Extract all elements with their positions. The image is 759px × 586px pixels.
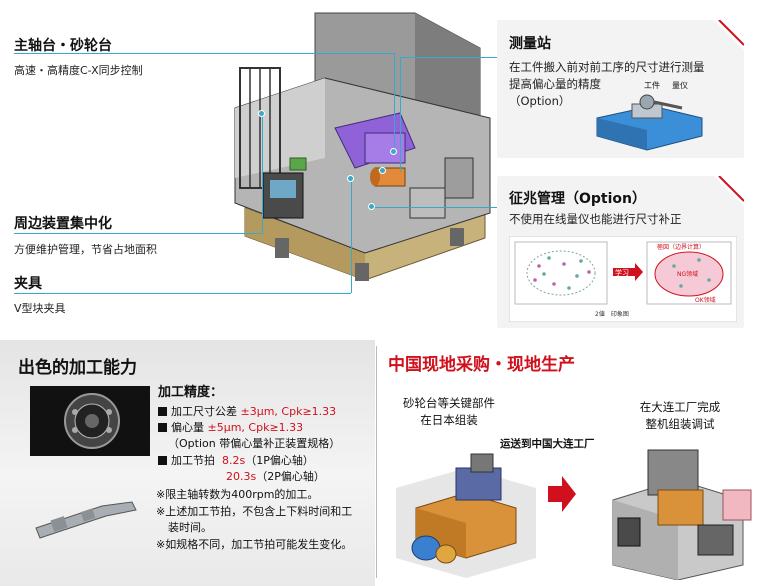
corner-accent-icon xyxy=(714,176,744,206)
note-spec-change: ※如规格不同，加工节拍可能发生变化。 xyxy=(156,538,353,551)
peripheral-title: 周边装置集中化 xyxy=(14,216,112,232)
ok-label: OK领域 xyxy=(695,296,716,304)
spec-line-cycle: 加工节拍 8.2s（1P偏心轴） xyxy=(158,453,314,469)
dalian-assembly-text: 在大连工厂完成 整机组装调试 xyxy=(620,399,740,433)
spindle-title: 主轴台・砂轮台 xyxy=(14,38,112,54)
spindle-subtitle: 高速・高精度C-X同步控制 xyxy=(14,64,143,77)
spec-eccentric-note: （Option 带偏心量补正装置规格） xyxy=(168,437,341,450)
spec-title: 加工精度： xyxy=(158,385,224,400)
note-spindle-speed: ※限主轴转数为400rpm的加工。 xyxy=(156,488,319,501)
peripheral-subtitle: 方便维护管理，节省占地面积 xyxy=(14,243,157,256)
bullet-square-icon xyxy=(158,423,167,432)
bullet-square-icon xyxy=(158,407,167,416)
fixture-leader-drop xyxy=(351,178,352,293)
predictive-text: 不使用在线量仪也能进行尺寸补正 xyxy=(509,212,682,226)
quality-title: 出色的加工能力 xyxy=(18,358,137,378)
spec-cycle-note-2: （2P偏心轴） xyxy=(256,470,325,483)
japan-module-illustration xyxy=(396,453,536,578)
spec-eccentric-label: 偏心量 xyxy=(171,421,204,434)
boundary-label: 極図（边界计算） xyxy=(657,243,705,251)
measure-station-panel: 测量站 在工件搬入前对前工序的尺寸进行测量 提高偏心量的精度 （Option） … xyxy=(497,20,744,158)
workpiece-label: 工件 xyxy=(644,80,660,90)
measure-station-text-1: 在工件搬入前对前工序的尺寸进行测量 xyxy=(509,60,705,74)
japan-assembly-line-1: 砂轮台等关键部件 xyxy=(403,396,495,410)
eccentric-shaft-image xyxy=(35,501,137,539)
japan-assembly-line-2: 在日本组装 xyxy=(420,413,478,427)
spec-eccentric-value: ±5μm, Cpk≥1.33 xyxy=(207,421,304,434)
measure-leader-drop xyxy=(400,57,401,172)
predict-leader-dot xyxy=(368,203,375,210)
spec-cycle-value-1: 8.2s xyxy=(222,454,246,467)
note-cycle-time-a: ※上述加工节拍，不包含上下料时间和工 xyxy=(156,505,353,518)
ng-label: NG领域 xyxy=(677,270,698,278)
spec-line-tolerance: 加工尺寸公差 ±3μm, Cpk≥1.33 xyxy=(158,404,336,420)
learn-label: 学习 xyxy=(615,268,629,277)
spec-cycle-note-1: （1P偏心轴） xyxy=(245,454,314,467)
predict-leader-line xyxy=(374,207,510,208)
measure-station-text-2: 提高偏心量的精度 xyxy=(509,77,601,91)
peripheral-leader-drop xyxy=(262,113,263,234)
machine-illustration xyxy=(234,12,491,281)
gauge-label: 量仪 xyxy=(672,81,688,90)
local-production-title: 中国现地采购・现地生产 xyxy=(388,355,575,375)
bullet-square-icon xyxy=(158,456,167,465)
predictive-panel: 征兆管理（Option） 不使用在线量仪也能进行尺寸补正 学习 極図（边界计算）… xyxy=(497,176,744,328)
spindle-leader-drop xyxy=(394,53,395,153)
fixture-leader-dot xyxy=(347,175,354,182)
spec-tolerance-value: ±3μm, Cpk≥1.33 xyxy=(240,405,337,418)
measure-leader-dot xyxy=(379,167,386,174)
predictive-title: 征兆管理（Option） xyxy=(509,191,646,207)
fixture-title: 夹具 xyxy=(14,276,42,292)
measure-station-title: 测量站 xyxy=(509,36,551,52)
spec-cycle-label: 加工节拍 xyxy=(171,454,215,467)
dalian-assembly-line-2: 整机组装调试 xyxy=(645,417,715,431)
fixture-subtitle: V型块夹具 xyxy=(14,302,66,315)
arrow-right-icon xyxy=(548,476,576,512)
measure-leader-line xyxy=(400,57,510,58)
measure-station-text-3: （Option） xyxy=(509,94,571,108)
predictive-figure: 学习 極図（边界计算） NG领域 OK领域 2値 印象图 xyxy=(509,236,737,322)
spindle-leader-line xyxy=(14,53,394,54)
spec-line-eccentric: 偏心量 ±5μm, Cpk≥1.33 xyxy=(158,420,303,436)
measure-station-figure: 工件 量仪 xyxy=(596,80,703,151)
spec-line-cycle-2: 20.3s（2P偏心轴） xyxy=(226,469,325,485)
dalian-machine-illustration xyxy=(612,449,752,580)
peripheral-leader-dot xyxy=(258,110,265,117)
japan-assembly-text: 砂轮台等关键部件 在日本组装 xyxy=(390,395,508,429)
quality-panel: 出色的加工能力 加工精度： 加工尺寸公差 ±3μm, Cpk≥1.33 偏心量 … xyxy=(0,340,375,586)
figure-caption: 2値 印象图 xyxy=(595,310,629,318)
spec-cycle-value-2: 20.3s xyxy=(226,470,257,483)
spindle-leader-dot xyxy=(390,148,397,155)
section-divider xyxy=(376,346,377,578)
fixture-leader-line xyxy=(14,293,351,294)
corner-accent-icon xyxy=(714,20,744,50)
dalian-assembly-line-1: 在大连工厂完成 xyxy=(639,400,721,414)
workpiece-photo xyxy=(30,386,150,456)
shipping-text: 运送到中国大连工厂 xyxy=(500,438,595,450)
peripheral-leader-line xyxy=(14,233,262,234)
spec-tolerance-label: 加工尺寸公差 xyxy=(171,405,237,418)
note-cycle-time-b: 装时间。 xyxy=(168,521,212,534)
